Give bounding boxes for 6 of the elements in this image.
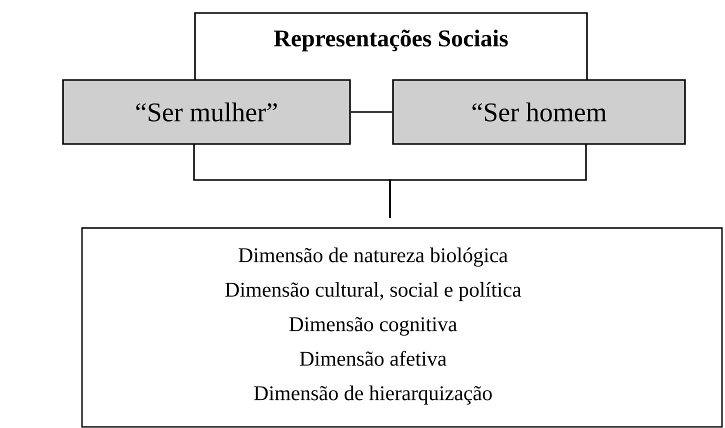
category-box: “Ser mulher”	[62, 79, 351, 145]
title-box: Representações Sociais	[194, 12, 588, 80]
connector-line	[389, 144, 587, 218]
connector-line	[350, 111, 392, 113]
category-box: “Ser homem	[392, 79, 686, 145]
dimension-list-box: Dimensão de natureza biológica Dimensão cultural, social e política Dimensão cognitiva Dimensão afetiva Dimensão de hierarquização	[81, 227, 723, 428]
